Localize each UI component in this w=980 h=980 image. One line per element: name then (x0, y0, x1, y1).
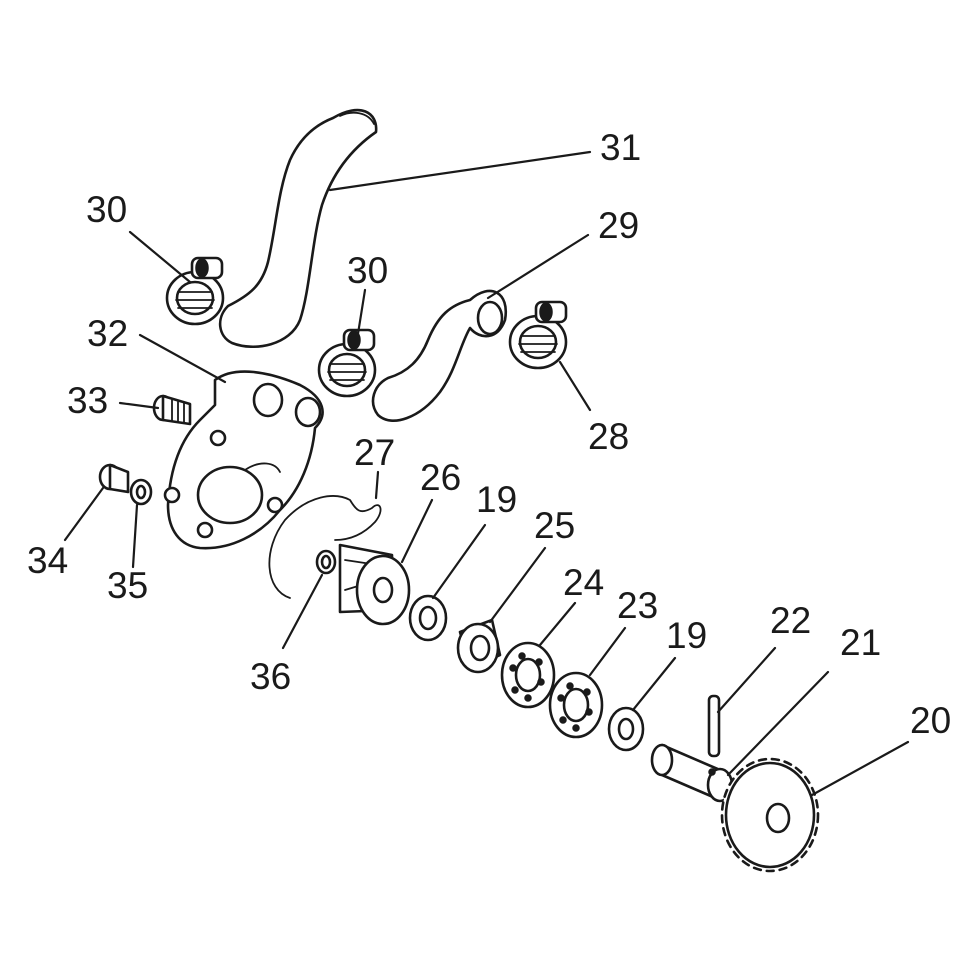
callout-21: 21 (840, 622, 881, 663)
part-23-bearing (548, 671, 604, 739)
leader-19b (631, 656, 677, 712)
part-27-gasket (268, 495, 382, 599)
callout-30-left: 30 (86, 189, 127, 230)
part-35-washer (129, 478, 153, 506)
part-32-pump-cover (163, 370, 324, 550)
callout-31: 31 (600, 127, 641, 168)
part-30-clamp-middle (317, 328, 377, 398)
part-22-pin (707, 694, 721, 758)
leader-32 (138, 333, 227, 384)
callout-19-lower: 19 (666, 615, 707, 656)
callout-33: 33 (67, 380, 108, 421)
callout-22: 22 (770, 600, 811, 641)
callout-labels: 31 30 30 29 32 28 33 27 26 19 25 34 35 2… (27, 127, 951, 741)
leader-22 (716, 646, 777, 714)
part-24-bearing (500, 641, 556, 709)
leader-24 (538, 601, 577, 647)
part-26-impeller (338, 543, 411, 626)
part-21-shaft (650, 743, 734, 803)
leader-34 (63, 486, 105, 542)
leader-28 (558, 360, 592, 412)
part-31-hose (218, 108, 378, 349)
part-20-gear (720, 757, 820, 873)
leader-36 (281, 573, 324, 650)
leader-27 (374, 470, 380, 500)
part-19-washer-upper (408, 594, 448, 642)
leader-25 (488, 546, 547, 624)
leader-23 (588, 626, 627, 677)
callout-26: 26 (420, 457, 461, 498)
callout-20: 20 (910, 700, 951, 741)
leader-35 (131, 503, 139, 569)
leader-19a (431, 523, 487, 600)
leader-33 (118, 401, 160, 410)
callout-25: 25 (534, 505, 575, 546)
callout-36: 36 (250, 656, 291, 697)
leader-20 (810, 740, 910, 797)
leader-30b (355, 288, 367, 342)
callout-35: 35 (107, 565, 148, 606)
callout-19-upper: 19 (476, 479, 517, 520)
callout-27: 27 (354, 432, 395, 473)
callout-24: 24 (563, 562, 604, 603)
leader-29 (486, 233, 590, 300)
part-28-clamp (508, 300, 568, 370)
part-30-clamp-left (165, 256, 225, 326)
leader-30a (128, 230, 192, 284)
callout-30-middle: 30 (347, 250, 388, 291)
part-29-hose (371, 289, 508, 422)
leader-21 (726, 670, 830, 777)
callout-23: 23 (617, 585, 658, 626)
part-36-circlip (315, 549, 337, 575)
callout-29: 29 (598, 205, 639, 246)
part-34-screw (98, 463, 130, 494)
part-33-bolt (152, 394, 192, 426)
part-19-washer-lower (607, 706, 645, 752)
leader-31 (328, 150, 592, 192)
callout-28: 28 (588, 416, 629, 457)
callout-34: 34 (27, 540, 68, 581)
leader-26 (400, 498, 434, 564)
callout-32: 32 (87, 313, 128, 354)
leader-lines (63, 150, 910, 797)
part-25-seal (456, 618, 502, 674)
